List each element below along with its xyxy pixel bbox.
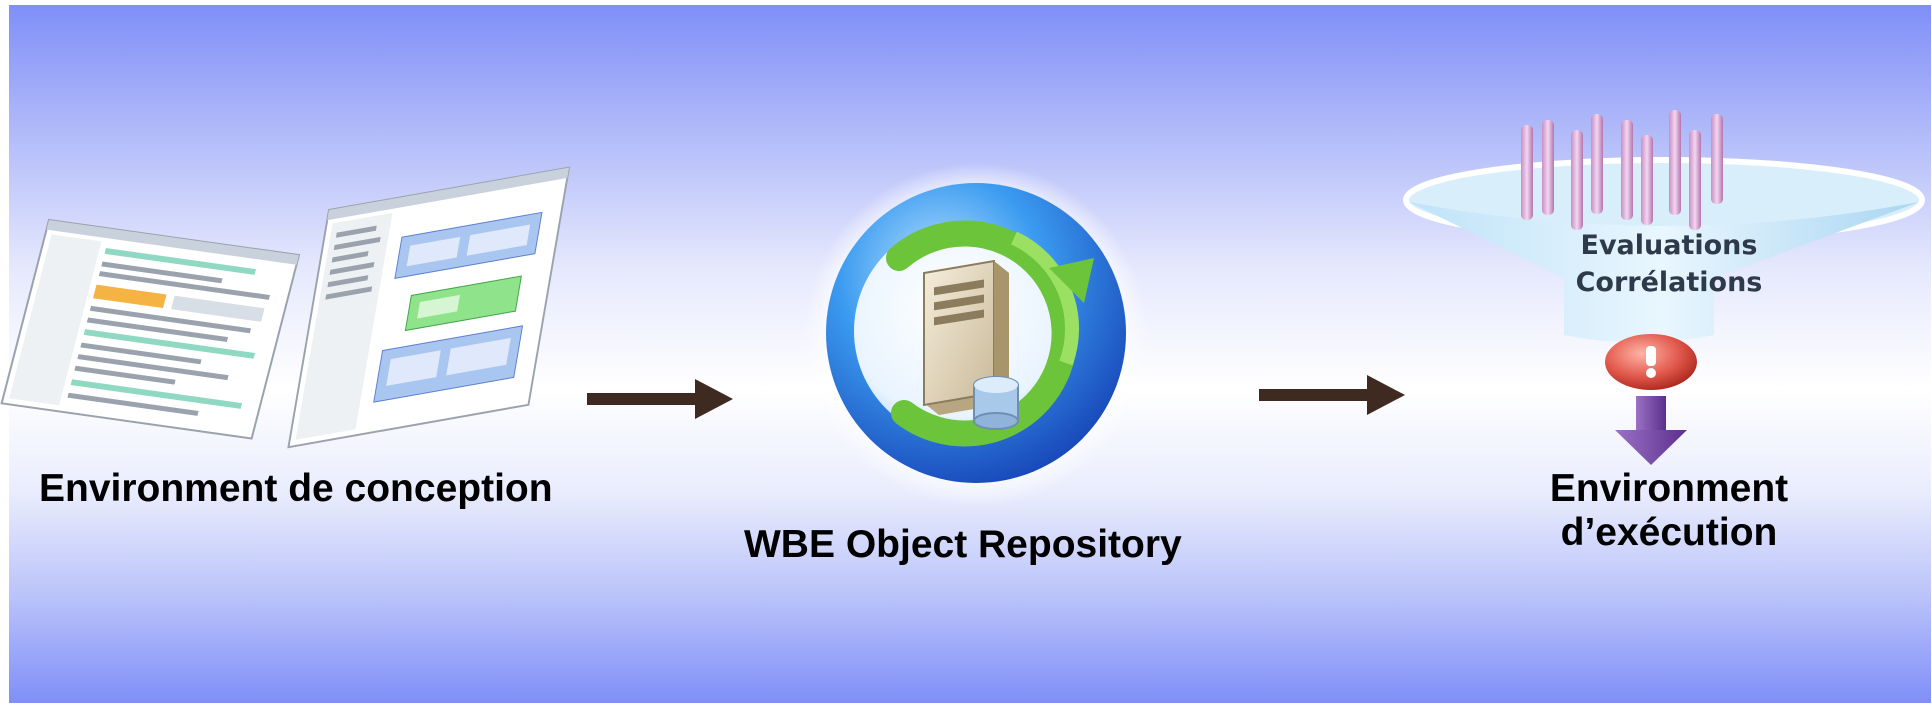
funnel-icon	[1403, 110, 1925, 465]
funnel-text-evaluations: Evaluations	[1580, 230, 1758, 261]
flow-arrow	[1259, 375, 1405, 415]
stage-label-design-environment: Environment de conception	[39, 467, 553, 510]
flow-arrow	[587, 379, 733, 419]
diagram-canvas: Evaluations Corrélations Environment de …	[0, 5, 1931, 703]
editor-screenshots-icon	[0, 166, 571, 449]
stage-label-object-repository: WBE Object Repository	[744, 523, 1182, 566]
server-database-icon	[804, 163, 1148, 507]
stage-label-runtime-environment: Environment d’exécution	[1549, 467, 1789, 554]
funnel-text-correlations: Corrélations	[1575, 267, 1763, 298]
